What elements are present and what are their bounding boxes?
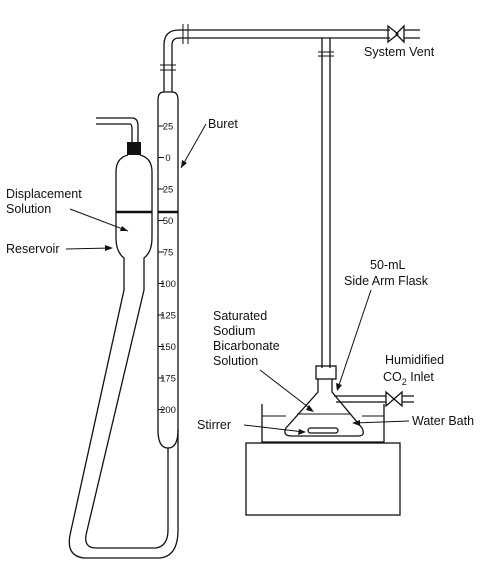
- label-sodium: Sodium: [213, 324, 255, 338]
- water-bath: [261, 404, 385, 443]
- buret: 25 0 25 50 75 100 125 150 175 200: [157, 91, 179, 449]
- label-side-arm-flask: Side Arm Flask: [344, 274, 429, 288]
- buret-tick-label: 150: [160, 342, 176, 353]
- label-buret: Buret: [208, 117, 238, 131]
- buret-tick-label: 125: [160, 311, 176, 322]
- buret-tick-label: 0: [165, 153, 170, 164]
- label-saturated: Saturated: [213, 309, 267, 323]
- stir-bar: [307, 427, 339, 434]
- label-reservoir: Reservoir: [6, 242, 60, 256]
- buret-tick-label: 25: [163, 122, 174, 133]
- label-displacement-solution: Solution: [6, 202, 51, 216]
- buret-tick-label: 200: [160, 405, 176, 416]
- buret-tick-label: 50: [163, 216, 174, 227]
- label-humidified: Humidified: [385, 353, 444, 367]
- label-solution: Solution: [213, 354, 258, 368]
- buret-tick-label: 175: [160, 374, 176, 385]
- label-bicarbonate: Bicarbonate: [213, 339, 280, 353]
- buret-tick-label: 25: [163, 185, 174, 196]
- label-50ml: 50-mL: [370, 258, 405, 272]
- stirrer-plate: [245, 442, 401, 516]
- buret-tick-label: 75: [163, 248, 174, 259]
- label-water-bath: Water Bath: [412, 414, 474, 428]
- buret-tick-label: 100: [160, 279, 176, 290]
- leader-lines: [65, 123, 410, 435]
- vent-tubing: [160, 24, 420, 92]
- label-system-vent: System Vent: [364, 45, 435, 59]
- reservoir: [96, 117, 153, 290]
- u-tube: [68, 289, 179, 559]
- label-displacement: Displacement: [6, 187, 82, 201]
- flask-connecting-tube: [321, 70, 331, 368]
- buret-scale: 25 0 25 50 75 100 125 150 175 200: [158, 122, 176, 416]
- flask-stopper: [315, 365, 337, 380]
- label-co2-inlet: CO2 Inlet: [383, 370, 434, 387]
- label-stirrer: Stirrer: [197, 418, 231, 432]
- reservoir-stopper: [127, 142, 141, 155]
